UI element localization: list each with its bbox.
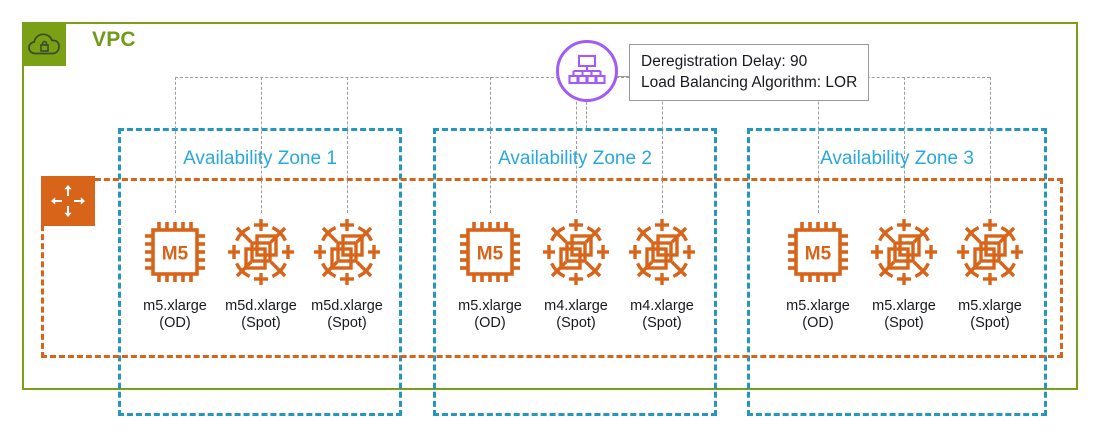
ec2-spot-instance-icon — [856, 213, 952, 291]
instance-type-label: m5.xlarge — [958, 298, 1022, 314]
auto-scaling-group-icon — [41, 176, 95, 226]
connector-az2-instance-2 — [576, 77, 577, 213]
instance-type-label: m5.xlarge — [458, 298, 522, 314]
instance-az1-3: m5d.xlarge (Spot) — [299, 213, 395, 332]
instance-purchase-label: (OD) — [474, 315, 506, 331]
availability-zone-3-boundary — [747, 128, 1047, 416]
availability-zone-3-label: Availability Zone 3 — [820, 148, 974, 169]
auto-scaling-group-left-edge — [41, 216, 44, 358]
connector-az3-instance-2 — [904, 77, 905, 213]
instance-purchase-label: (Spot) — [327, 315, 367, 331]
ec2-instance-icon: M5 — [127, 213, 223, 291]
svg-text:M5: M5 — [477, 244, 504, 265]
vpc-title: VPC — [92, 28, 136, 51]
instance-az2-1: M5 m5.xlarge (OD) — [442, 213, 538, 332]
instance-type-label: m5d.xlarge — [225, 298, 297, 314]
instance-purchase-label: (Spot) — [642, 315, 682, 331]
instance-type-label: m5.xlarge — [872, 298, 936, 314]
instance-az3-2: m5.xlarge (Spot) — [856, 213, 952, 332]
instance-az3-3: m5.xlarge (Spot) — [942, 213, 1038, 332]
instance-az2-3: m4.xlarge (Spot) — [614, 213, 710, 332]
availability-zone-2-label: Availability Zone 2 — [498, 148, 652, 169]
ec2-spot-instance-icon — [299, 213, 395, 291]
instance-purchase-label: (Spot) — [884, 315, 924, 331]
instance-az1-1: M5 m5.xlarge (OD) — [127, 213, 223, 332]
instance-az3-1: M5 m5.xlarge (OD) — [770, 213, 866, 332]
load-balancer-drop-line — [586, 102, 587, 128]
vpc-cloud-lock-icon — [22, 22, 66, 66]
vpc-boundary — [22, 22, 1078, 390]
instance-purchase-label: (Spot) — [241, 315, 281, 331]
instance-type-label: m5.xlarge — [143, 298, 207, 314]
availability-zone-1-boundary — [118, 128, 402, 416]
ec2-spot-instance-icon — [528, 213, 624, 291]
ec2-instance-icon: M5 — [770, 213, 866, 291]
load-balancer-callout: Deregistration Delay: 90 Load Balancing … — [629, 44, 870, 101]
connector-az1-instance-2 — [261, 77, 262, 213]
connector-az2-instance-3 — [662, 77, 663, 213]
connector-az2-instance-1 — [490, 77, 491, 213]
availability-zone-1-label: Availability Zone 1 — [183, 148, 337, 169]
instance-purchase-label: (Spot) — [970, 315, 1010, 331]
ec2-spot-instance-icon — [614, 213, 710, 291]
ec2-spot-instance-icon — [942, 213, 1038, 291]
svg-text:M5: M5 — [162, 244, 189, 265]
instance-az1-2: m5d.xlarge (Spot) — [213, 213, 309, 332]
load-balancer-callout-stub — [617, 76, 630, 77]
instance-type-label: m5.xlarge — [786, 298, 850, 314]
svg-text:M5: M5 — [805, 244, 832, 265]
connector-az3-instance-3 — [990, 77, 991, 213]
load-balancer-icon — [556, 40, 618, 102]
instance-purchase-label: (OD) — [159, 315, 191, 331]
auto-scaling-group-boundary — [41, 178, 1063, 358]
connector-az3-instance-1 — [818, 77, 819, 213]
availability-zone-2-boundary — [433, 128, 717, 416]
instance-az2-2: m4.xlarge (Spot) — [528, 213, 624, 332]
load-balancing-algorithm-text: Load Balancing Algorithm: LOR — [641, 74, 858, 91]
ec2-spot-instance-icon — [213, 213, 309, 291]
ec2-instance-icon: M5 — [442, 213, 538, 291]
instance-type-label: m4.xlarge — [630, 298, 694, 314]
deregistration-delay-text: Deregistration Delay: 90 — [641, 53, 808, 70]
instance-purchase-label: (Spot) — [556, 315, 596, 331]
instance-type-label: m5d.xlarge — [311, 298, 383, 314]
instance-type-label: m4.xlarge — [544, 298, 608, 314]
instance-purchase-label: (OD) — [802, 315, 834, 331]
connector-az1-instance-1 — [175, 77, 176, 213]
connector-az1-instance-3 — [347, 77, 348, 213]
